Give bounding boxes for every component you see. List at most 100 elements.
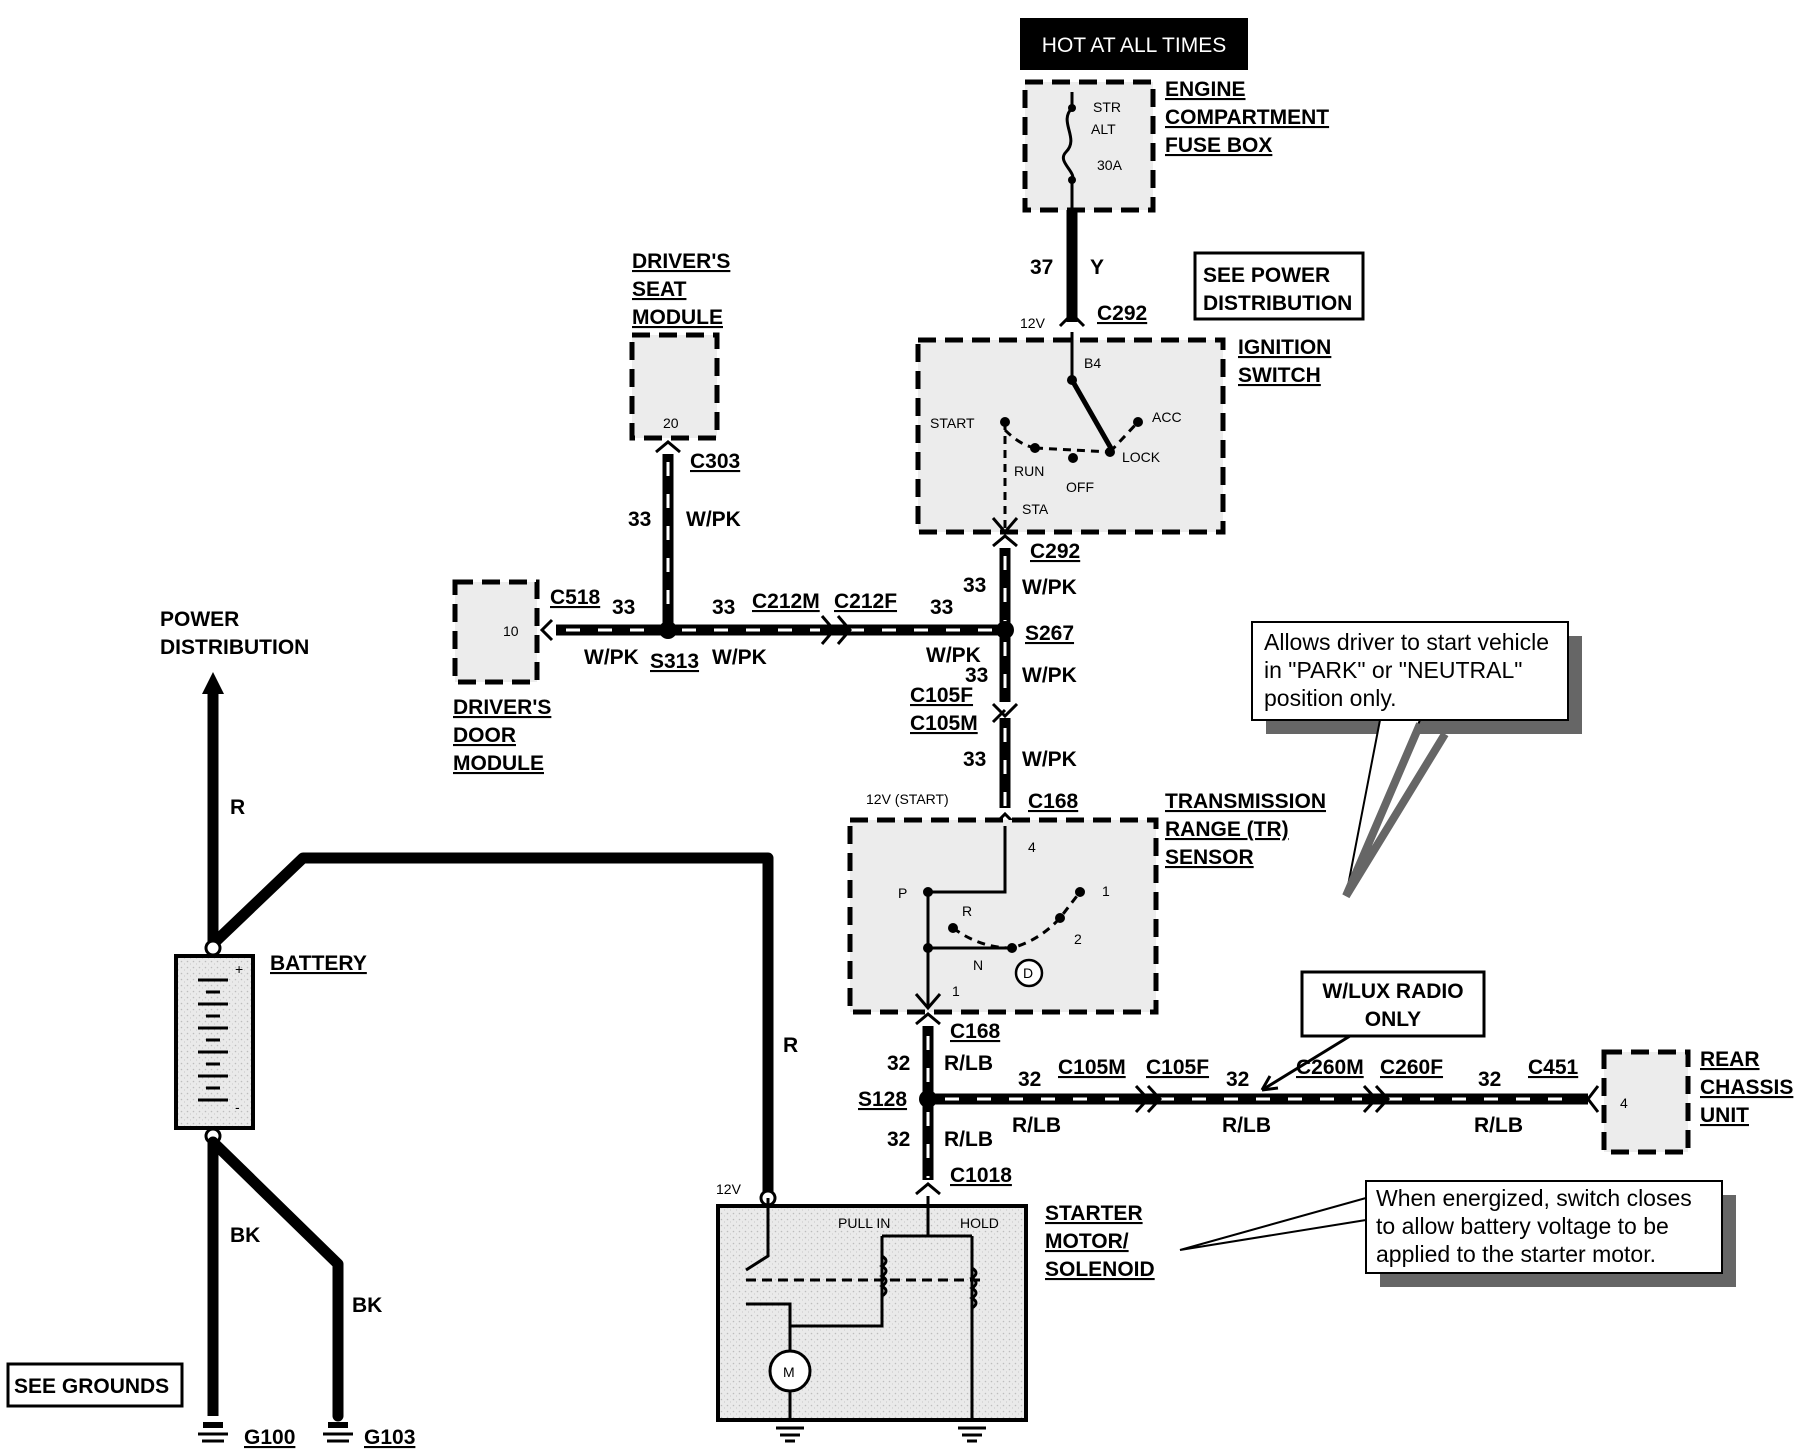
solenoid-note-pointer — [1179, 1196, 1367, 1251]
motor-label: M — [783, 1364, 795, 1380]
seat-module — [629, 332, 720, 441]
wire-32-h3-circuit: 32 — [1478, 1068, 1501, 1091]
starter-solenoid — [716, 1204, 1028, 1422]
ignition-run: RUN — [1014, 463, 1044, 479]
lux-radio-1: W/LUX RADIO — [1322, 980, 1463, 1003]
wire-r-label-left: R — [230, 796, 245, 819]
wire-33-right-circuit: 33 — [930, 596, 953, 619]
tr-n: N — [973, 957, 983, 973]
wire-33-s267-circuit: 33 — [965, 664, 988, 687]
see-power-distribution-box[interactable] — [1193, 251, 1365, 321]
wire-33-seat-color: W/PK — [686, 508, 741, 531]
wire-33-door-circuit: 33 — [612, 596, 635, 619]
battery-cells — [198, 978, 228, 1102]
fuse-label-str: STR — [1093, 99, 1121, 115]
rear-chassis-name-3: UNIT — [1700, 1104, 1749, 1127]
fuse-box — [1022, 79, 1156, 213]
tr-sensor-pin-4: 4 — [1028, 839, 1036, 855]
rear-chassis-pin: 4 — [1620, 1095, 1628, 1111]
tr-sensor — [847, 817, 1159, 1015]
ignition-switch-name-1: IGNITION — [1238, 336, 1331, 359]
connector-c303: C303 — [690, 450, 740, 473]
ground-icon — [323, 1422, 353, 1443]
battery-plus: + — [235, 961, 243, 977]
wire-33-ign-color: W/PK — [1022, 576, 1077, 599]
fuse-terminal-bottom — [1068, 176, 1076, 184]
power-distribution-1: POWER — [160, 608, 239, 631]
tr-sensor-name-2: RANGE (TR) — [1165, 818, 1289, 841]
tr-note-2: in "PARK" or "NEUTRAL" — [1264, 657, 1522, 683]
hot-at-all-times-label: HOT AT ALL TIMES — [1042, 34, 1226, 57]
tr-contact-1 — [1075, 887, 1085, 897]
seat-module-name-3: MODULE — [632, 306, 723, 329]
lux-radio-pointer — [1261, 1034, 1351, 1092]
connector-c303-symbol — [655, 440, 681, 454]
wire-r-starter — [207, 852, 774, 1204]
starter-coil-feed — [880, 1196, 974, 1420]
starter-voltage: 12V — [716, 1181, 742, 1197]
fuse-box-name-2: COMPARTMENT — [1165, 106, 1329, 129]
ground-icon — [958, 1426, 986, 1443]
wire-33-seat-circuit: 33 — [628, 508, 651, 531]
ignition-acc: ACC — [1152, 409, 1182, 425]
ground-icon — [198, 1422, 228, 1443]
wire-32-top-color: R/LB — [944, 1052, 993, 1075]
ground-g100: G100 — [244, 1426, 295, 1449]
see-grounds-box[interactable] — [6, 1362, 184, 1408]
wire-33-ign-circuit: 33 — [963, 574, 986, 597]
connector-c1018: C1018 — [950, 1164, 1012, 1187]
tr-1: 1 — [1102, 883, 1110, 899]
connector-c292-top-symbol — [1058, 311, 1086, 328]
wire-33-tr-color: W/PK — [1022, 748, 1077, 771]
fuse-box-name-3: FUSE BOX — [1165, 134, 1272, 157]
wire-32-h2-color: R/LB — [1222, 1114, 1271, 1137]
battery-positive-terminal — [204, 939, 222, 957]
tr-sensor-name-1: TRANSMISSION — [1165, 790, 1326, 813]
wire-37-color: Y — [1090, 256, 1104, 279]
door-module-name-1: DRIVER'S — [453, 696, 551, 719]
lux-radio-box — [1300, 970, 1486, 1038]
ignition-wiper — [1069, 378, 1115, 452]
starter-name-2: MOTOR/ — [1045, 1230, 1129, 1253]
starter-name-1: STARTER — [1045, 1202, 1143, 1225]
solenoid-note-2: to allow battery voltage to be — [1376, 1213, 1669, 1239]
fuse-box-name-1: ENGINE — [1165, 78, 1246, 101]
door-module-name-3: MODULE — [453, 752, 544, 775]
wire-33-right-color: W/PK — [926, 644, 981, 667]
tr-2: 2 — [1074, 931, 1082, 947]
wire-33-tr-circuit: 33 — [963, 748, 986, 771]
ignition-sta: STA — [1022, 501, 1049, 517]
wire-32-h3-color: R/LB — [1474, 1114, 1523, 1137]
connector-c105m-h: C105M — [1058, 1056, 1126, 1079]
connector-c168-bottom-symbol — [915, 1012, 941, 1026]
connector-c451-symbol — [1586, 1085, 1600, 1113]
connector-c168-bottom: C168 — [950, 1020, 1001, 1043]
tr-p: P — [898, 885, 907, 901]
connector-c212m: C212M — [752, 590, 820, 613]
connector-c260m: C260M — [1296, 1056, 1364, 1079]
tr-sensor-arc — [952, 891, 1082, 950]
connector-c260f: C260F — [1380, 1056, 1443, 1079]
tr-sensor-name-3: SENSOR — [1165, 846, 1254, 869]
wire-33-mid-circuit: 33 — [712, 596, 735, 619]
solenoid-note-1: When energized, switch closes — [1376, 1185, 1692, 1211]
hold-coil — [969, 1266, 978, 1310]
ignition-off: OFF — [1066, 479, 1094, 495]
battery-minus: - — [235, 1099, 240, 1115]
tr-note-3: position only. — [1264, 685, 1397, 711]
wire-32-h2-circuit: 32 — [1226, 1068, 1249, 1091]
connector-c105f: C105F — [910, 684, 973, 707]
fuse-label-alt: ALT — [1091, 121, 1116, 137]
connector-c168-top: C168 — [1028, 790, 1079, 813]
splice-s313 — [659, 621, 677, 639]
connector-c212f: C212F — [834, 590, 897, 613]
seat-module-name-1: DRIVER'S — [632, 250, 730, 273]
see-power-distribution-1: SEE POWER — [1203, 264, 1330, 287]
door-module — [452, 579, 540, 685]
wire-bk-label-2: BK — [352, 1294, 382, 1317]
ignition-acc-contact — [1133, 417, 1143, 427]
connector-c1018-symbol — [915, 1182, 941, 1196]
door-module-name-2: DOOR — [453, 724, 516, 747]
tr-sensor-out-arrow — [914, 993, 942, 1011]
wire-33-s267-color: W/PK — [1022, 664, 1077, 687]
